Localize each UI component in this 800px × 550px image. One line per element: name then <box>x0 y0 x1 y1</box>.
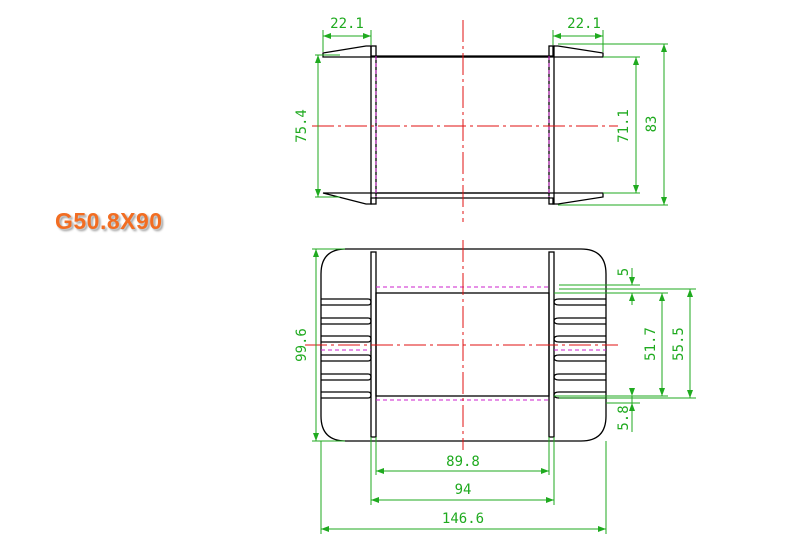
bottom-flange <box>322 192 604 205</box>
dim-inner-height: 75.4 <box>294 109 310 143</box>
model-title: G50.8X90 <box>55 208 163 234</box>
dim-slot-span: 55.5 <box>671 327 687 361</box>
top-view-arrows <box>315 33 667 205</box>
top-view-center-lines <box>312 20 618 222</box>
left-post <box>370 45 377 205</box>
dim-overall-height-top: 83 <box>644 116 660 133</box>
right-slots <box>553 298 606 399</box>
dim-bottom-gap: 5.8 <box>616 405 632 430</box>
dim-flange-left: 22.1 <box>330 16 364 32</box>
dim-slot-pitch: 51.7 <box>643 327 659 361</box>
dim-inner-width: 89.8 <box>446 454 480 470</box>
dim-body-height: 71.1 <box>616 109 632 143</box>
right-post <box>548 45 555 205</box>
front-view-dimension-lines <box>312 248 696 534</box>
dim-flange-span: 94 <box>455 482 472 498</box>
dim-overall-width: 146.6 <box>442 511 484 527</box>
front-view-center-lines <box>305 240 618 450</box>
front-view-arrows <box>313 249 693 532</box>
outer-outline <box>320 248 607 442</box>
top-view-dimension-lines <box>315 30 668 206</box>
top-view <box>322 45 604 205</box>
dim-slot-width: 5 <box>616 268 632 276</box>
dim-overall-height-front: 99.6 <box>294 328 310 362</box>
left-slots <box>321 298 372 399</box>
dim-flange-right: 22.1 <box>567 16 601 32</box>
